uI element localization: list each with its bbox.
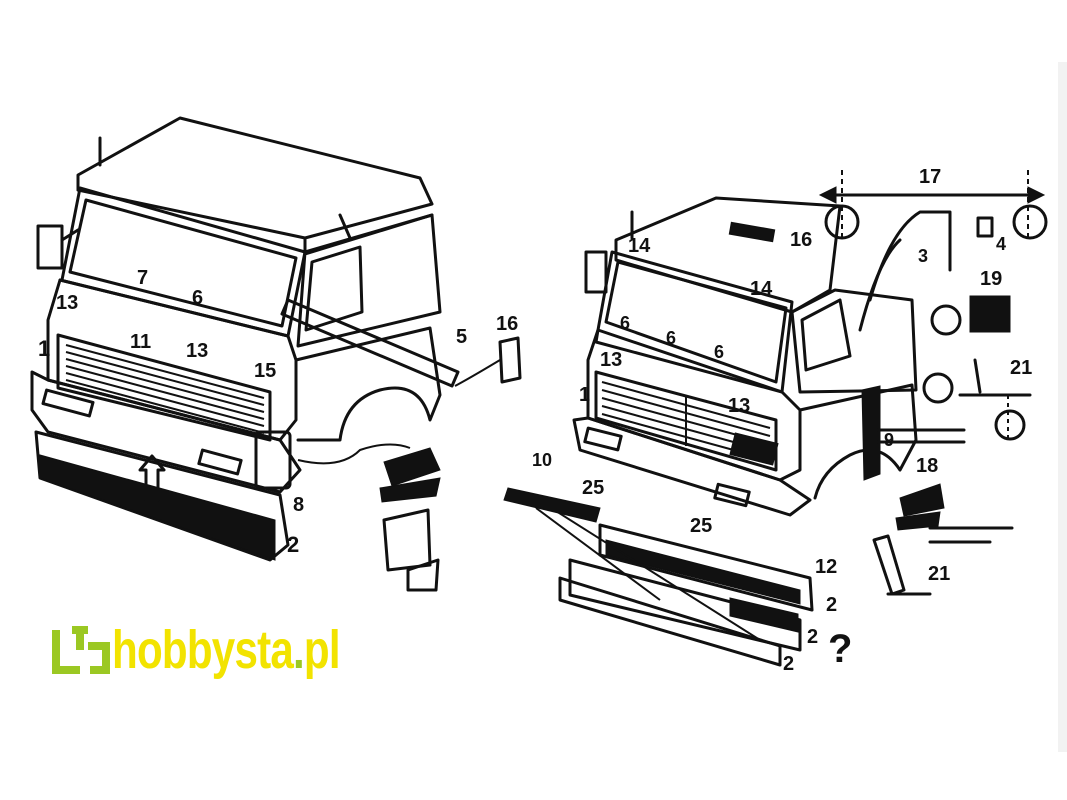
- label-5-left: 5: [456, 326, 467, 348]
- label-4-right: 4: [996, 234, 1006, 254]
- label-16-left: 16: [496, 313, 518, 335]
- label-16-right: 16: [790, 229, 812, 251]
- label-25b-right: 25: [690, 515, 712, 537]
- label-11-left: 11: [130, 331, 151, 353]
- label-8-left: 8: [293, 494, 304, 516]
- hobbysta-logo[interactable]: hobbysta.pl: [50, 612, 404, 687]
- label-17-right: 17: [919, 166, 941, 188]
- logo-brand: hobbysta: [112, 619, 294, 680]
- label-13a-right: 13: [600, 349, 622, 371]
- label-12-right: 12: [815, 556, 837, 578]
- right-cab-drawing: [503, 170, 1048, 667]
- label-21b-right: 21: [928, 563, 950, 585]
- left-cab-labels: 1 2 5 6 7 8 11 13 13 15 16: [38, 267, 518, 557]
- label-18-right: 18: [916, 455, 938, 477]
- label-1-left: 1: [38, 336, 50, 361]
- label-2a-right: 2: [826, 594, 837, 616]
- label-7-left: 7: [137, 267, 148, 289]
- logo-dot: .: [292, 619, 305, 680]
- logo-brackets-icon: [52, 625, 110, 674]
- label-6a-right: 6: [620, 313, 630, 333]
- label-6b-right: 6: [666, 328, 676, 348]
- label-9-right: 9: [884, 430, 894, 450]
- label-3-right: 3: [918, 246, 928, 266]
- label-13a-left: 13: [56, 292, 78, 314]
- right-cab-labels: 1 2 2 2 3 4 6 6 6 9 10 12 13 13 14 14 16…: [532, 166, 1032, 675]
- label-2-left: 2: [287, 532, 299, 557]
- label-19-right: 19: [980, 268, 1002, 290]
- label-13b-right: 13: [728, 395, 750, 417]
- label-13b-left: 13: [186, 340, 208, 362]
- logo-text: hobbysta.pl: [112, 619, 341, 680]
- edge-strip: [1058, 62, 1067, 752]
- label-6-left: 6: [192, 287, 203, 309]
- label-14a-right: 14: [628, 235, 651, 257]
- label-25a-right: 25: [582, 477, 604, 499]
- label-14b-right: 14: [750, 278, 773, 300]
- label-15-left: 15: [254, 360, 276, 382]
- logo-tld: pl: [303, 619, 341, 680]
- label-21a-right: 21: [1010, 357, 1032, 379]
- label-question-mark: ?: [828, 627, 852, 671]
- label-1-right: 1: [579, 384, 590, 406]
- label-6c-right: 6: [714, 342, 724, 362]
- label-2b-right: 2: [807, 626, 818, 648]
- left-cab-drawing: [30, 116, 522, 592]
- label-2c-right: 2: [783, 653, 794, 675]
- label-10-right: 10: [532, 450, 552, 470]
